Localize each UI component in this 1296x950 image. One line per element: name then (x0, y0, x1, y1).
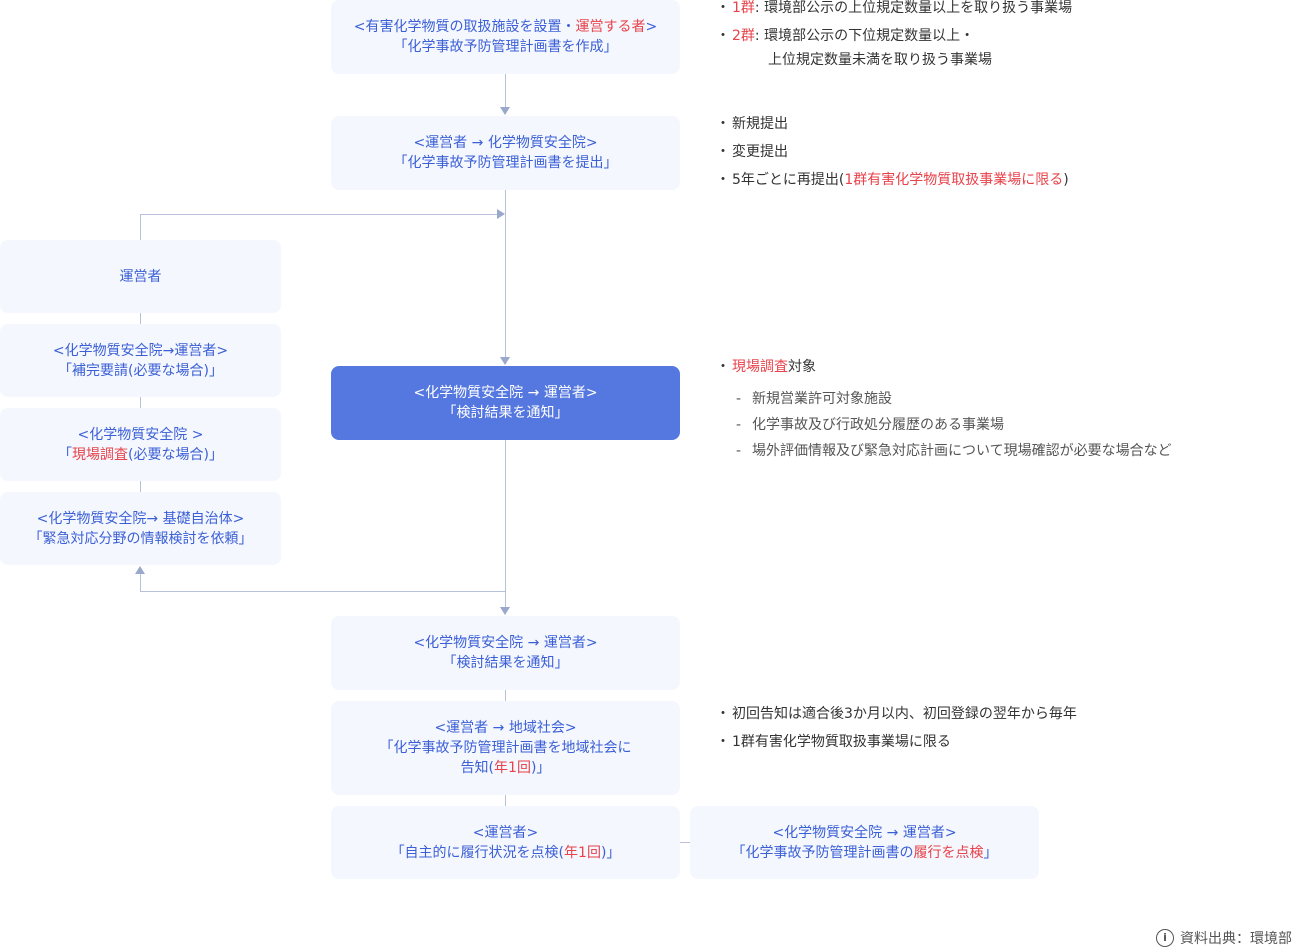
note-new-submission: ・新規提出 (716, 116, 788, 132)
side-site-survey: <化学物質安全院 > 「現場調査(必要な場合)」 (0, 408, 281, 481)
note-sub-item: -化学事故及び行政処分履歴のある事業場 (736, 417, 1004, 433)
arrow-down-icon (500, 357, 510, 365)
info-icon: i (1156, 929, 1174, 947)
side-operator: 運営者 (0, 240, 281, 313)
note-first-notice: ・初回告知は適合後3か月以内、初回登録の翌年から毎年 (716, 706, 1077, 722)
step-notify-result-active: <化学物質安全院 → 運営者> 「検討結果を通知」 (331, 366, 680, 440)
step-agency-inspection: <化学物質安全院 → 運営者> 「化学事故予防管理計画書の履行を点検」 (690, 806, 1039, 879)
step-community-notice: <運営者 → 地域社会> 「化学事故予防管理計画書を地域社会に 告知(年1回)」 (331, 701, 680, 795)
side-local-gov-request: <化学物質安全院→ 基礎自治体> 「緊急対応分野の情報検討を依頼」 (0, 492, 281, 565)
note-group2-cont: 上位規定数量未満を取り扱う事業場 (768, 52, 992, 68)
connector-loop-bottom (140, 591, 506, 592)
note-resubmission: ・5年ごとに再提出(1群有害化学物質取扱事業場に限る) (716, 172, 1069, 188)
note-change-submission: ・変更提出 (716, 144, 788, 160)
connector-main-2 (505, 190, 506, 358)
side-supplement-request: <化学物質安全院→運営者> 「補完要請(必要な場合)」 (0, 324, 281, 397)
connector-main-1 (505, 74, 506, 108)
connector-side-3 (140, 481, 141, 492)
connector-main-3 (505, 440, 506, 608)
note-group1: ・1群: 環境部公示の上位規定数量以上を取り扱う事業場 (716, 0, 1073, 16)
connector-horizontal (680, 842, 690, 843)
note-sub-item: -場外評価情報及び緊急対応計画について現場確認が必要な場合など (736, 443, 1172, 459)
connector-main-4 (505, 690, 506, 701)
step-create-plan: <有害化学物質の取扱施設を設置・運営する者> 「化学事故予防管理計画書を作成」 (331, 0, 680, 74)
step-self-inspection: <運営者> 「自主的に履行状況を点検(年1回)」 (331, 806, 680, 879)
arrow-up-icon (135, 566, 145, 574)
connector-loop-bottom-left (140, 574, 141, 592)
connector-side-2 (140, 397, 141, 408)
arrow-down-icon (500, 607, 510, 615)
note-sub-item: -新規営業許可対象施設 (736, 391, 892, 407)
connector-main-5 (505, 795, 506, 806)
connector-side-1 (140, 313, 141, 324)
step-submit-plan: <運営者 → 化学物質安全院> 「化学事故予防管理計画書を提出」 (331, 116, 680, 190)
note-group1-only: ・1群有害化学物質取扱事業場に限る (716, 734, 951, 750)
arrow-right-icon (497, 209, 505, 219)
note-group2: ・2群: 環境部公示の下位規定数量以上・ (716, 28, 975, 44)
step-notify-result: <化学物質安全院 → 運営者> 「検討結果を通知」 (331, 616, 680, 690)
connector-loop-left (140, 214, 141, 240)
source-credit: i 資料出典：環境部 (1156, 928, 1292, 948)
note-site-survey-target: ・現場調査対象 (716, 359, 816, 375)
arrow-down-icon (500, 107, 510, 115)
connector-loop-top (140, 214, 498, 215)
